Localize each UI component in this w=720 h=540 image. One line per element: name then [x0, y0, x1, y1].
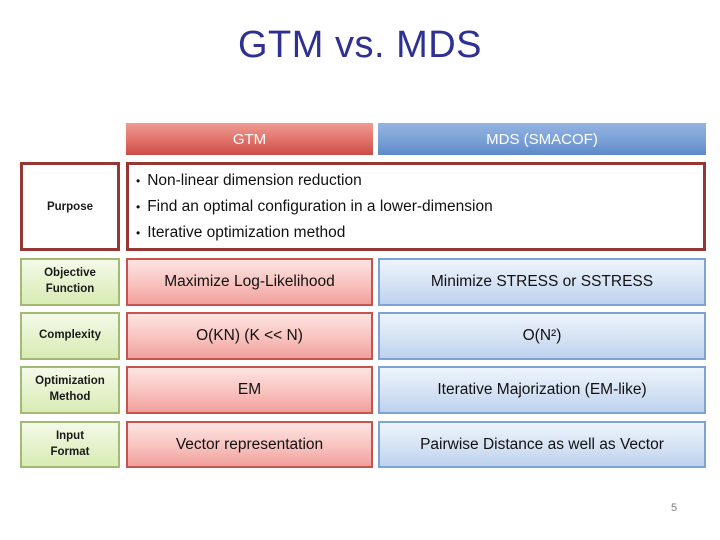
row-label-complexity: Complexity — [20, 312, 120, 360]
purpose-bullet-item: • Non-linear dimension reduction — [136, 168, 703, 194]
bullet-icon: • — [136, 199, 141, 214]
purpose-bullet-text: Find an optimal configuration in a lower… — [147, 197, 493, 215]
cell-mds-complexity: O(N²) — [378, 312, 706, 360]
purpose-bullet-text: Iterative optimization method — [147, 223, 346, 241]
cell-gtm-input-format: Vector representation — [126, 421, 373, 468]
cell-mds-objective-function: Minimize STRESS or SSTRESS — [378, 258, 706, 306]
page-number: 5 — [670, 502, 678, 514]
row-label-objective-function: Objective Function — [20, 258, 120, 306]
cell-gtm-complexity: O(KN) (K << N) — [126, 312, 373, 360]
bullet-icon: • — [136, 173, 141, 188]
cell-gtm-optimization-method: EM — [126, 366, 373, 414]
column-header-mds: MDS (SMACOF) — [378, 123, 706, 155]
slide-title: GTM vs. MDS — [237, 24, 483, 66]
row-label-optimization-method: Optimization Method — [20, 366, 120, 414]
row-label-purpose: Purpose — [20, 162, 120, 251]
bullet-icon: • — [136, 225, 141, 240]
purpose-bullet-text: Non-linear dimension reduction — [147, 171, 362, 189]
cell-mds-optimization-method: Iterative Majorization (EM-like) — [378, 366, 706, 414]
column-header-gtm: GTM — [126, 123, 373, 155]
purpose-bullet-item: • Iterative optimization method — [136, 220, 703, 246]
row-label-input-format: Input Format — [20, 421, 120, 468]
cell-mds-input-format: Pairwise Distance as well as Vector — [378, 421, 706, 468]
cell-gtm-objective-function: Maximize Log-Likelihood — [126, 258, 373, 306]
purpose-content-cell: • Non-linear dimension reduction • Find … — [126, 162, 706, 251]
purpose-bullet-item: • Find an optimal configuration in a low… — [136, 194, 703, 220]
